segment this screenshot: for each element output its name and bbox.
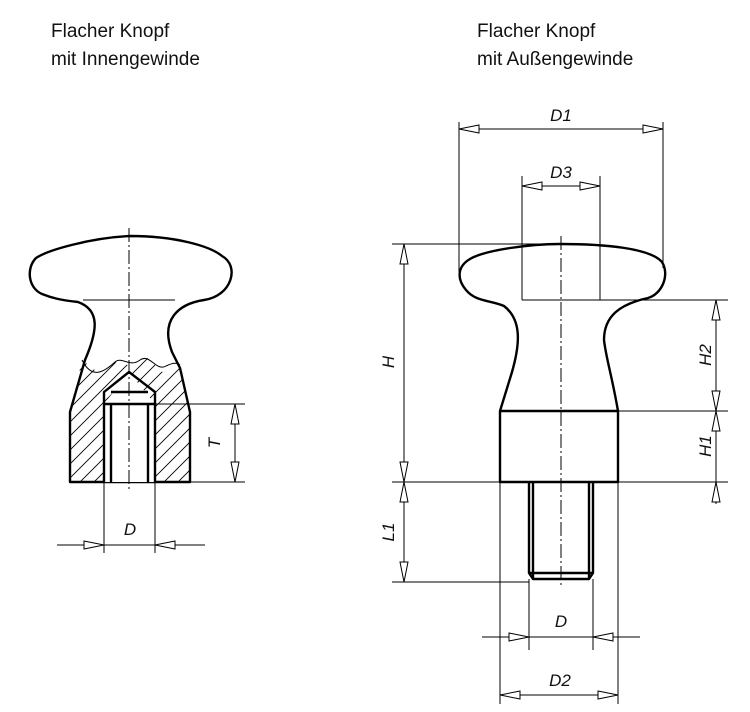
hatch-line <box>70 457 189 482</box>
left-view-title-line1: Flacher Knopf <box>51 21 170 42</box>
left-view-caption: Flacher Knopf mit Innengewinde <box>51 18 200 74</box>
right-collar <box>498 409 620 484</box>
dim-T-label: T <box>205 436 224 448</box>
hatch-line <box>70 358 189 383</box>
left-knob-outline <box>28 234 233 484</box>
hatch-line <box>40 164 230 354</box>
left-section-break-line <box>81 357 181 373</box>
dim-H1-label: H1 <box>696 435 715 457</box>
right-knob-view: D1 D3 H L1 H2 H1 <box>379 106 728 704</box>
left-knob-view: T D <box>28 164 245 676</box>
right-view-title-line2: mit Außengewinde <box>477 49 634 70</box>
hatch-line <box>40 486 230 676</box>
hatch-line <box>70 358 189 439</box>
dim-D1-label: D1 <box>550 106 572 125</box>
dim-H-label: H <box>379 355 398 368</box>
dim-D-right-label: D <box>555 612 567 631</box>
dim-D2-label: D2 <box>549 671 571 690</box>
dim-D-left-label: D <box>124 520 136 539</box>
dim-H2-label: H2 <box>696 344 715 366</box>
dim-L1-label: L1 <box>379 523 398 542</box>
dim-D3-label: D3 <box>550 163 572 182</box>
right-view-caption: Flacher Knopf mit Außengewinde <box>477 18 633 74</box>
hatch-line <box>70 358 189 369</box>
hatch-line <box>70 358 189 453</box>
hatch-line <box>70 358 189 467</box>
left-view-title-line2: mit Innengewinde <box>51 49 200 70</box>
right-view-title-line1: Flacher Knopf <box>477 21 596 42</box>
hatch-line <box>70 471 189 482</box>
right-knob-outline <box>458 242 667 412</box>
